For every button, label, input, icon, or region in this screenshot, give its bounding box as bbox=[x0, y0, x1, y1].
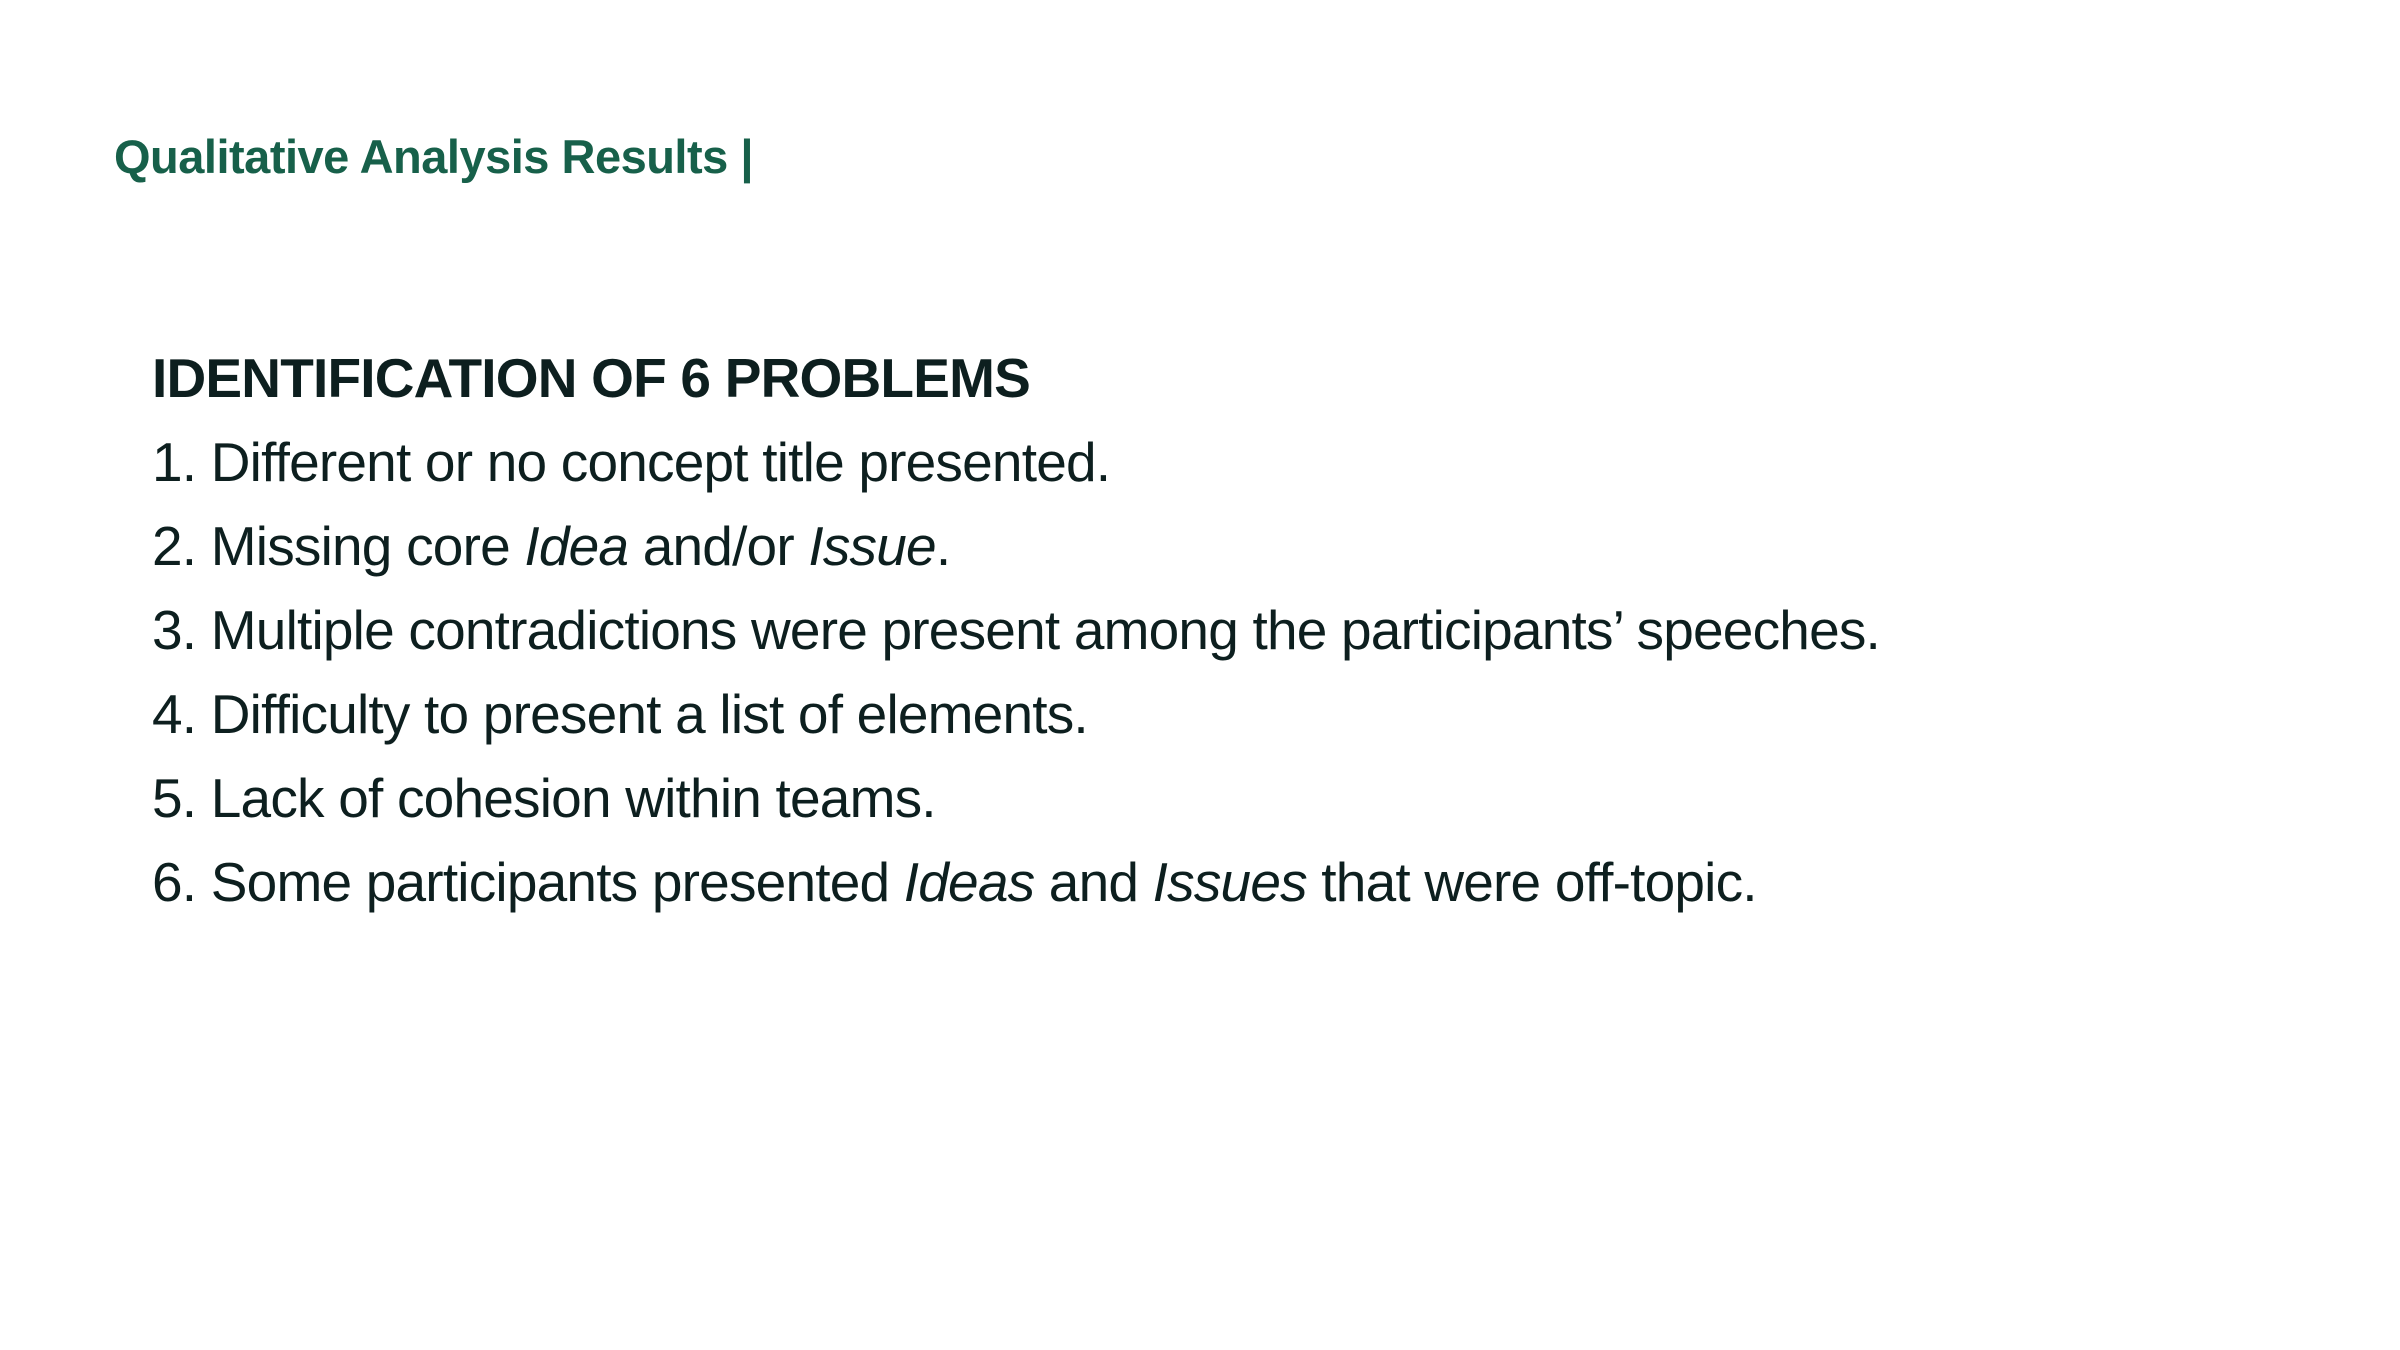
problem-text-italic: Issues bbox=[1152, 851, 1308, 913]
problem-number: 1. bbox=[152, 431, 197, 493]
problem-text: Difficulty to present a list of elements… bbox=[210, 683, 1089, 745]
problem-number: 2. bbox=[152, 515, 197, 577]
problem-item-4: 4. Difficulty to present a list of eleme… bbox=[152, 678, 2302, 762]
problem-item-2: 2. Missing core Idea and/or Issue. bbox=[152, 510, 2302, 594]
section-heading: IDENTIFICATION OF 6 PROBLEMS bbox=[152, 347, 1031, 409]
problem-number: 3. bbox=[152, 599, 197, 661]
problem-text: Missing core bbox=[210, 515, 525, 577]
problem-text: Different or no concept title presented. bbox=[210, 431, 1111, 493]
problem-text: . bbox=[935, 515, 951, 577]
slide-header-title: Qualitative Analysis Results | bbox=[114, 130, 753, 183]
problem-item-5: 5. Lack of cohesion within teams. bbox=[152, 762, 2302, 846]
problem-text: and bbox=[1034, 851, 1153, 913]
problem-item-6: 6. Some participants presented Ideas and… bbox=[152, 846, 2302, 930]
problem-list: 1. Different or no concept title present… bbox=[152, 426, 2302, 930]
problem-text: Lack of cohesion within teams. bbox=[210, 767, 937, 829]
problem-item-1: 1. Different or no concept title present… bbox=[152, 426, 2302, 510]
slide-content: IDENTIFICATION OF 6 PROBLEMS 1. Differen… bbox=[152, 342, 2302, 930]
problem-text: Multiple contradictions were present amo… bbox=[210, 599, 1881, 661]
problem-text: and/or bbox=[628, 515, 809, 577]
problem-number: 5. bbox=[152, 767, 197, 829]
problem-text-italic: Idea bbox=[524, 515, 629, 577]
problem-number: 4. bbox=[152, 683, 197, 745]
problem-number: 6. bbox=[152, 851, 197, 913]
problem-text-italic: Ideas bbox=[903, 851, 1035, 913]
problem-text: that were off-topic. bbox=[1306, 851, 1757, 913]
problem-text-italic: Issue bbox=[808, 515, 936, 577]
problem-item-3: 3. Multiple contradictions were present … bbox=[152, 594, 2302, 678]
problem-text: Some participants presented bbox=[210, 851, 904, 913]
